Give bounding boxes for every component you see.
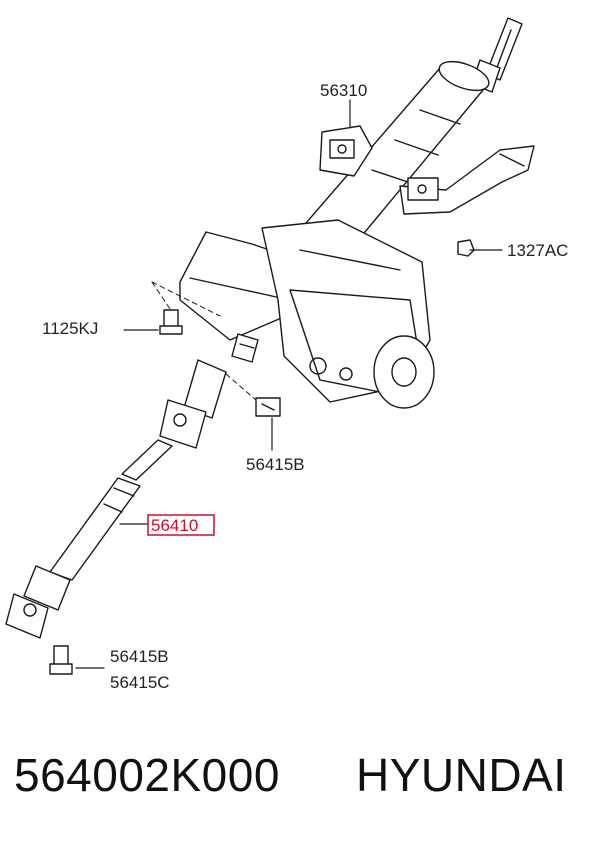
brand-name: HYUNDAI [356, 749, 567, 801]
bolt-alignment-lines [151, 281, 257, 401]
callout-56415c: 56415C [110, 673, 170, 692]
bolt-1125kj [159, 309, 183, 335]
column-tube [299, 60, 490, 251]
callout-1327ac: 1327AC [507, 241, 568, 260]
footer: 564002K000 HYUNDAI [0, 740, 600, 820]
tilt-lever [399, 145, 535, 215]
lower-universal-joint [5, 565, 71, 639]
bolt-56415b-top [255, 397, 281, 417]
motor-cylinder [373, 335, 435, 409]
upper-universal-joint [159, 359, 227, 449]
callout-56410: 56410 [151, 516, 198, 535]
nut-1327ac [457, 239, 475, 257]
intermediate-shaft [49, 439, 173, 581]
output-stub-shaft [231, 333, 259, 363]
part-number: 564002K000 [14, 749, 280, 801]
callout-56415b-top: 56415B [246, 455, 305, 474]
callout-56410-highlight: 56410 [147, 514, 215, 536]
leader-lines [75, 99, 503, 669]
upper-bracket-left [319, 125, 373, 177]
callout-56415b-bottom: 56415B [110, 647, 169, 666]
steering-column-diagram: 56310 1327AC 1125KJ 56415B 56410 56415B … [5, 17, 568, 692]
callout-56310: 56310 [320, 81, 367, 100]
bolt-56415bc-bottom [49, 645, 73, 675]
callout-1125kj: 1125KJ [42, 319, 98, 338]
